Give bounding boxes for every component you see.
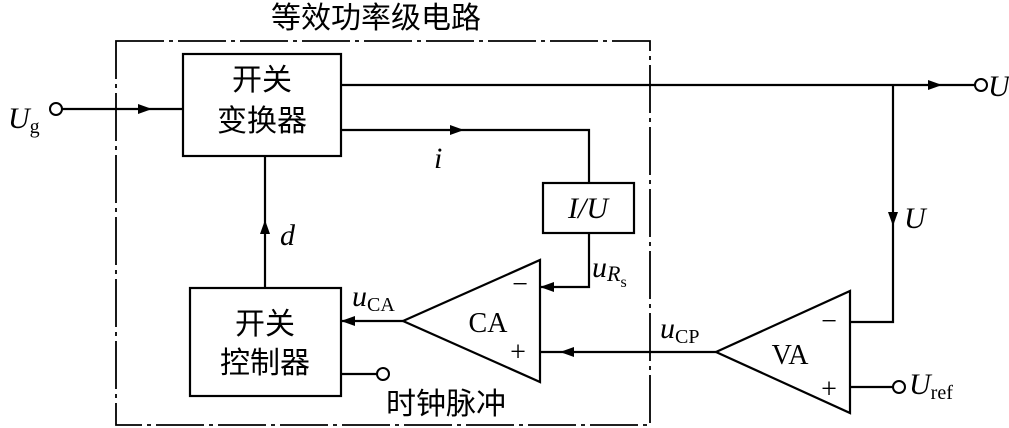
urs-wire — [540, 233, 591, 289]
duty-arrow — [260, 220, 270, 234]
va-plus-sign: + — [821, 374, 837, 405]
current-arrow — [450, 125, 464, 135]
urs-arrow — [540, 282, 554, 292]
iu-converter-label: I/U — [567, 192, 610, 225]
current-sense-wire — [341, 128, 591, 183]
feedback-voltage-label: U — [904, 202, 928, 235]
clock-label: 时钟脉冲 — [386, 387, 506, 422]
switch-controller-label-line2: 控制器 — [220, 346, 310, 381]
input-arrow — [138, 104, 152, 114]
ca-minus-sign: − — [512, 269, 528, 300]
voltage-feedback-wire — [850, 85, 895, 324]
voltage-feedback-arrow — [888, 212, 898, 226]
ucp-arrow — [560, 347, 574, 357]
uref-label: Uref — [909, 368, 953, 404]
va-minus-sign: − — [821, 306, 837, 337]
output-arrow — [928, 80, 942, 90]
clock-terminal — [376, 367, 390, 381]
switch-converter-block — [181, 52, 343, 158]
current-amplifier — [400, 258, 542, 384]
ca-plus-sign: + — [510, 337, 526, 368]
ucp-label: uCP — [660, 312, 699, 348]
output-terminal — [974, 78, 988, 92]
current-label: i — [434, 142, 442, 175]
switch-controller-label-line1: 开关 — [235, 307, 295, 342]
voltage-amplifier — [713, 289, 852, 415]
uca-label: uCA — [352, 280, 395, 316]
iu-converter-block — [541, 181, 636, 235]
input-voltage-label: Ug — [8, 102, 40, 138]
switch-converter-label-line1: 开关 — [232, 63, 292, 98]
input-terminal — [49, 102, 63, 116]
switch-converter-label-line2: 变换器 — [217, 104, 307, 139]
voltage-amplifier-label: VA — [772, 340, 810, 371]
uca-arrow — [341, 316, 355, 326]
urs-label: uRs — [592, 251, 627, 291]
duty-label: d — [280, 219, 296, 252]
uref-terminal — [892, 380, 906, 394]
current-amplifier-label: CA — [469, 308, 509, 339]
power-stage-boundary — [115, 40, 651, 426]
output-voltage-label: U — [988, 70, 1009, 103]
switch-controller-block — [188, 286, 343, 398]
diagram-title: 等效功率级电路 — [271, 1, 481, 36]
